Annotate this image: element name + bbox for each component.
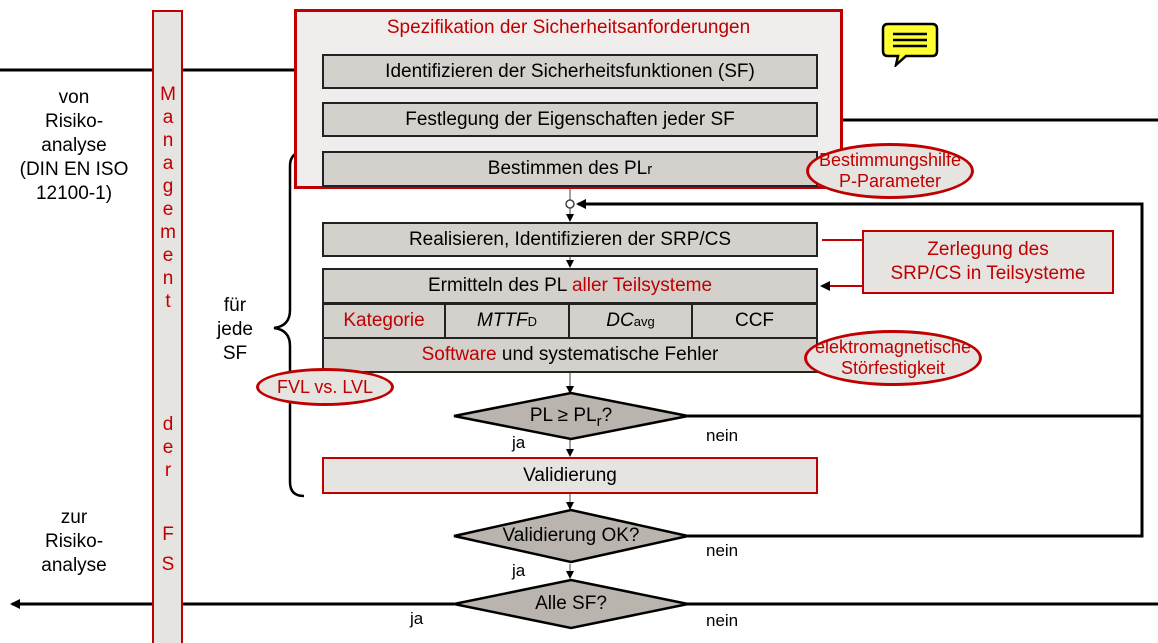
yes-label: ja — [410, 609, 424, 628]
no-label: nein — [706, 426, 739, 445]
management-letter: e — [162, 437, 174, 458]
realize-srpcs-step: Realisieren, Identifizieren der SRP/CS — [322, 222, 818, 257]
management-letter: t — [165, 291, 171, 312]
management-letter: F — [162, 524, 174, 545]
per-sf-label: für jede SF — [217, 295, 253, 364]
kategorie-cell: Kategorie — [322, 303, 446, 339]
management-letter: e — [162, 245, 174, 266]
yes-label: ja — [512, 433, 526, 452]
no-label: nein — [706, 541, 739, 560]
define-properties-step: Festlegung der Eigenschaften jeder SF — [322, 102, 818, 137]
software-errors-step: Software und systematische Fehler — [322, 337, 818, 373]
management-letter: a — [162, 107, 174, 128]
management-letter: g — [162, 176, 174, 197]
determination-aid-note: Bestimmungshilfe P-Parameter — [806, 143, 974, 199]
management-letter: M — [160, 84, 176, 105]
determine-pl-step: Ermitteln des PL aller Teilsysteme — [322, 268, 818, 304]
from-risk-analysis-label: von Risiko- analyse (DIN EN ISO 12100-1) — [19, 87, 129, 204]
decomposition-note: Zerlegung des SRP/CS in Teilsysteme — [862, 230, 1114, 294]
ccf-cell: CCF — [691, 303, 818, 339]
management-letter: e — [162, 199, 174, 220]
management-letter: d — [162, 414, 174, 435]
management-letter: m — [160, 222, 176, 243]
management-letter: n — [162, 268, 174, 289]
fvl-lvl-note: FVL vs. LVL — [256, 368, 394, 406]
to-risk-analysis-label: zur Risiko- analyse — [41, 507, 107, 576]
management-letter: a — [162, 153, 174, 174]
management-bar — [152, 10, 183, 643]
validation-ok-decision: Validierung OK? — [502, 525, 640, 546]
specification-title: Spezifikation der Sicherheitsanforderung… — [386, 17, 751, 38]
emc-note: elektromagnetische Störfestigkeit — [804, 330, 982, 386]
management-letter: r — [164, 460, 172, 481]
validation-step: Validierung — [322, 457, 818, 494]
management-letter: S — [161, 554, 175, 575]
all-sf-decision: Alle SF? — [535, 593, 607, 614]
management-letter: n — [162, 130, 174, 151]
identify-safety-functions-step: Identifizieren der Sicherheitsfunktionen… — [322, 54, 818, 89]
pl-check-decision: PL ≥ PLr? — [529, 405, 613, 430]
no-label: nein — [706, 611, 739, 630]
yes-label: ja — [512, 561, 526, 580]
speech-bubble-icon[interactable] — [880, 21, 940, 67]
